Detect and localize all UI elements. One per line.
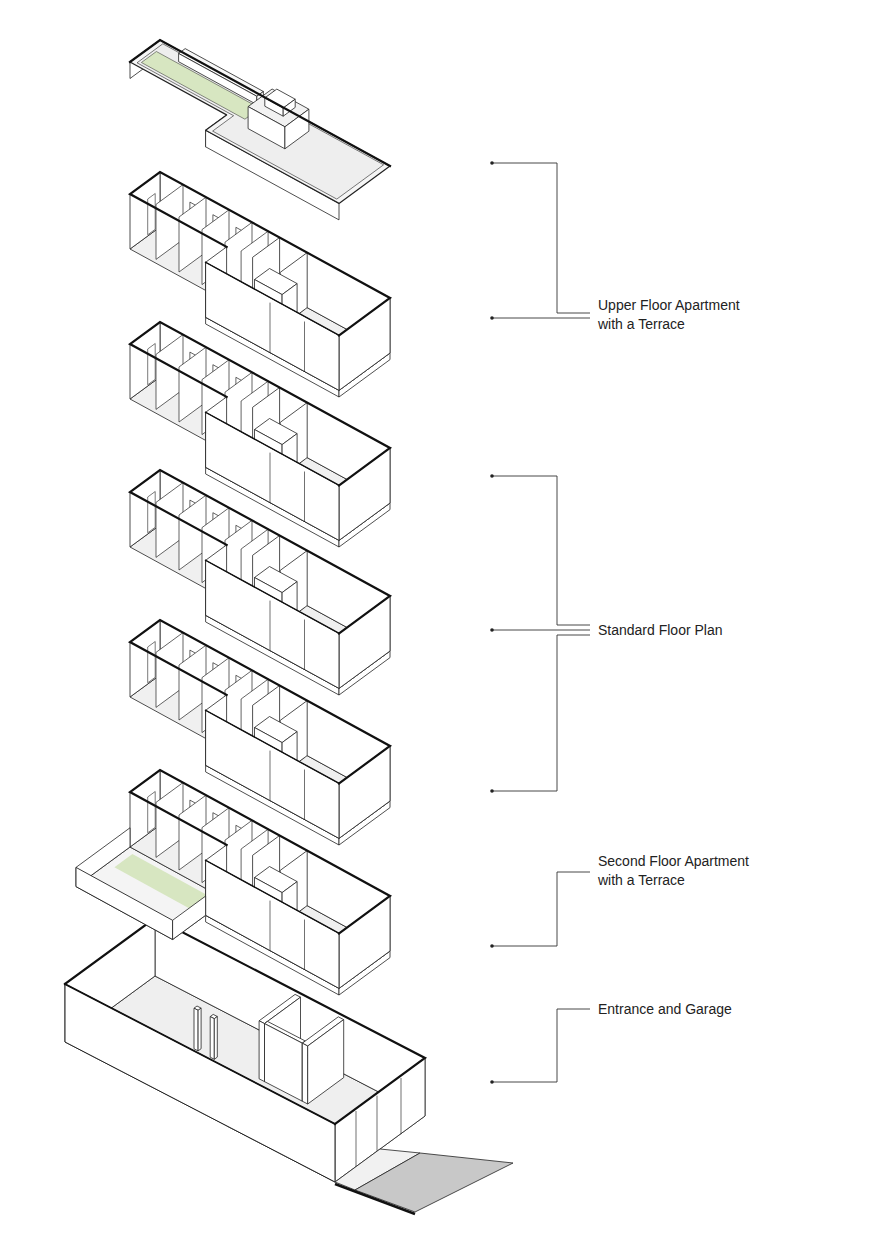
column [194, 1008, 198, 1051]
wall-top [206, 560, 339, 633]
bracket-entrance [492, 1009, 590, 1082]
front-wall [206, 412, 339, 540]
front-wall [206, 710, 339, 838]
wall-top [206, 860, 339, 933]
floor-label: Entrance and Garage [598, 1000, 768, 1019]
mullion [377, 1096, 378, 1151]
mullion [304, 322, 305, 372]
window [148, 344, 156, 385]
front-wall [65, 984, 335, 1182]
mullion [304, 770, 305, 820]
mullion [304, 920, 305, 970]
wall-top [65, 984, 335, 1124]
core-wall [302, 1043, 307, 1104]
leader-dot [490, 944, 494, 948]
mullion [270, 453, 271, 503]
floor-stack [65, 40, 513, 1214]
window [148, 642, 156, 683]
floor-label: Second Floor Apartment with a Terrace [598, 852, 768, 890]
column [198, 1008, 201, 1051]
wall-top [206, 262, 339, 335]
mullion [401, 1079, 402, 1134]
terrace-parapet [173, 896, 206, 939]
column [214, 1017, 217, 1060]
mullion [304, 472, 305, 522]
window [148, 792, 156, 833]
leader-dot [490, 474, 494, 478]
front-wall [206, 262, 339, 390]
end-wall [339, 298, 390, 390]
mullion [270, 901, 271, 951]
mullion [270, 303, 271, 353]
wall-top [206, 710, 339, 783]
bracket-upper [492, 163, 590, 318]
core-wall [259, 1021, 264, 1082]
wall-top [206, 412, 339, 485]
mullion [270, 751, 271, 801]
front-wall [206, 860, 339, 988]
column [210, 1017, 214, 1060]
core-wall [308, 1020, 344, 1104]
leader-dot [490, 628, 494, 632]
bracket-lines [492, 163, 590, 1082]
end-wall [339, 896, 390, 988]
bracket-second [492, 872, 590, 946]
leader-dot [490, 1080, 494, 1084]
roof-outline [130, 40, 390, 166]
bracket-dots [490, 161, 494, 1084]
floor-label: Upper Floor Apartment with a Terrace [598, 296, 768, 334]
roof-slab [130, 40, 390, 203]
driveway-ramp [355, 1153, 513, 1212]
window [148, 492, 156, 533]
floor-label: Standard Floor Plan [598, 621, 768, 640]
leader-dot [490, 316, 494, 320]
leader-dot [490, 789, 494, 793]
roof-parapet [137, 44, 384, 199]
bracket-standard [492, 476, 590, 791]
terrace-parapet [76, 867, 173, 939]
ramp-edge [335, 1184, 415, 1214]
end-wall [339, 448, 390, 540]
leader-dot [490, 161, 494, 165]
mullion [356, 1112, 357, 1167]
end-wall [339, 596, 390, 688]
roof-bench [179, 54, 257, 105]
mullion [270, 601, 271, 651]
front-wall [206, 560, 339, 688]
end-wall [339, 746, 390, 838]
window [148, 194, 156, 235]
wall-top [130, 172, 390, 335]
mullion [304, 620, 305, 670]
